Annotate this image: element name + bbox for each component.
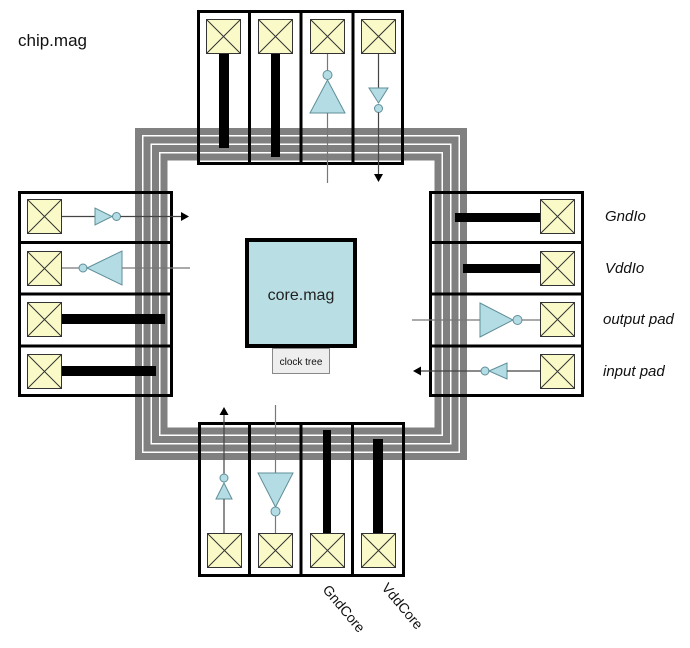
input-buffer-triangle (94, 207, 114, 226)
power-bar-top-1 (219, 54, 229, 148)
chip-title: chip.mag (18, 31, 87, 50)
clock-tree-label: clock tree (280, 357, 323, 368)
pad-bottom-1 (208, 534, 242, 568)
label-gndcore: GndCore (320, 582, 369, 636)
core-box (245, 238, 357, 348)
bottom-pad-group (198, 405, 405, 577)
arrow-up-icon (219, 407, 229, 415)
label-output-pad: output pad (603, 311, 675, 328)
pad-right-4 (541, 355, 575, 389)
arrow-right-icon (181, 212, 189, 221)
pad-right-2 (541, 252, 575, 286)
inverter-bubble (512, 315, 523, 325)
core-block: core.mag clock tree (245, 238, 357, 374)
right-pad-group (412, 191, 584, 397)
arrow-down-icon (374, 174, 383, 182)
inverter-bubble (78, 263, 88, 273)
label-gndio: GndIo (605, 208, 646, 225)
power-bar-left-3 (62, 314, 165, 324)
pad-top-1 (207, 20, 241, 54)
pad-top-3 (311, 20, 345, 54)
power-bar-vddcore (373, 439, 383, 533)
pad-bottom-4 (362, 534, 396, 568)
pad-top-4 (362, 20, 396, 54)
inverter-bubble (270, 506, 281, 517)
pad-left-1 (28, 200, 62, 234)
pad-right-1 (541, 200, 575, 234)
pad-left-2 (28, 252, 62, 286)
pad-left-4 (28, 355, 62, 389)
inverter-bubble (219, 473, 229, 483)
top-pad-group (197, 10, 404, 183)
output-buffer-triangle (479, 302, 515, 338)
arrow-left-icon (413, 366, 421, 376)
power-bar-top-2 (271, 54, 280, 157)
pad-right-3 (541, 303, 575, 337)
label-vddio: VddIo (605, 260, 644, 277)
inverter-bubble (374, 104, 383, 113)
label-input-pad: input pad (603, 363, 665, 380)
label-vddcore: VddCore (379, 580, 427, 633)
core-label: core.mag (268, 287, 335, 304)
pad-bottom-3 (311, 534, 345, 568)
pad-top-2 (259, 20, 293, 54)
power-bar-gndcore (323, 430, 331, 533)
inverter-bubble (322, 70, 333, 80)
power-bar-gndio (455, 213, 540, 222)
pad-left-3 (28, 303, 62, 337)
input-buffer-triangle (368, 87, 389, 104)
power-bar-left-4 (62, 366, 156, 376)
output-buffer-triangle (257, 472, 294, 509)
pad-bottom-2 (259, 534, 293, 568)
clock-tree-box (272, 348, 330, 374)
left-pad-group (18, 191, 190, 397)
power-bar-vddio (463, 264, 540, 273)
inverter-bubble (112, 212, 121, 221)
